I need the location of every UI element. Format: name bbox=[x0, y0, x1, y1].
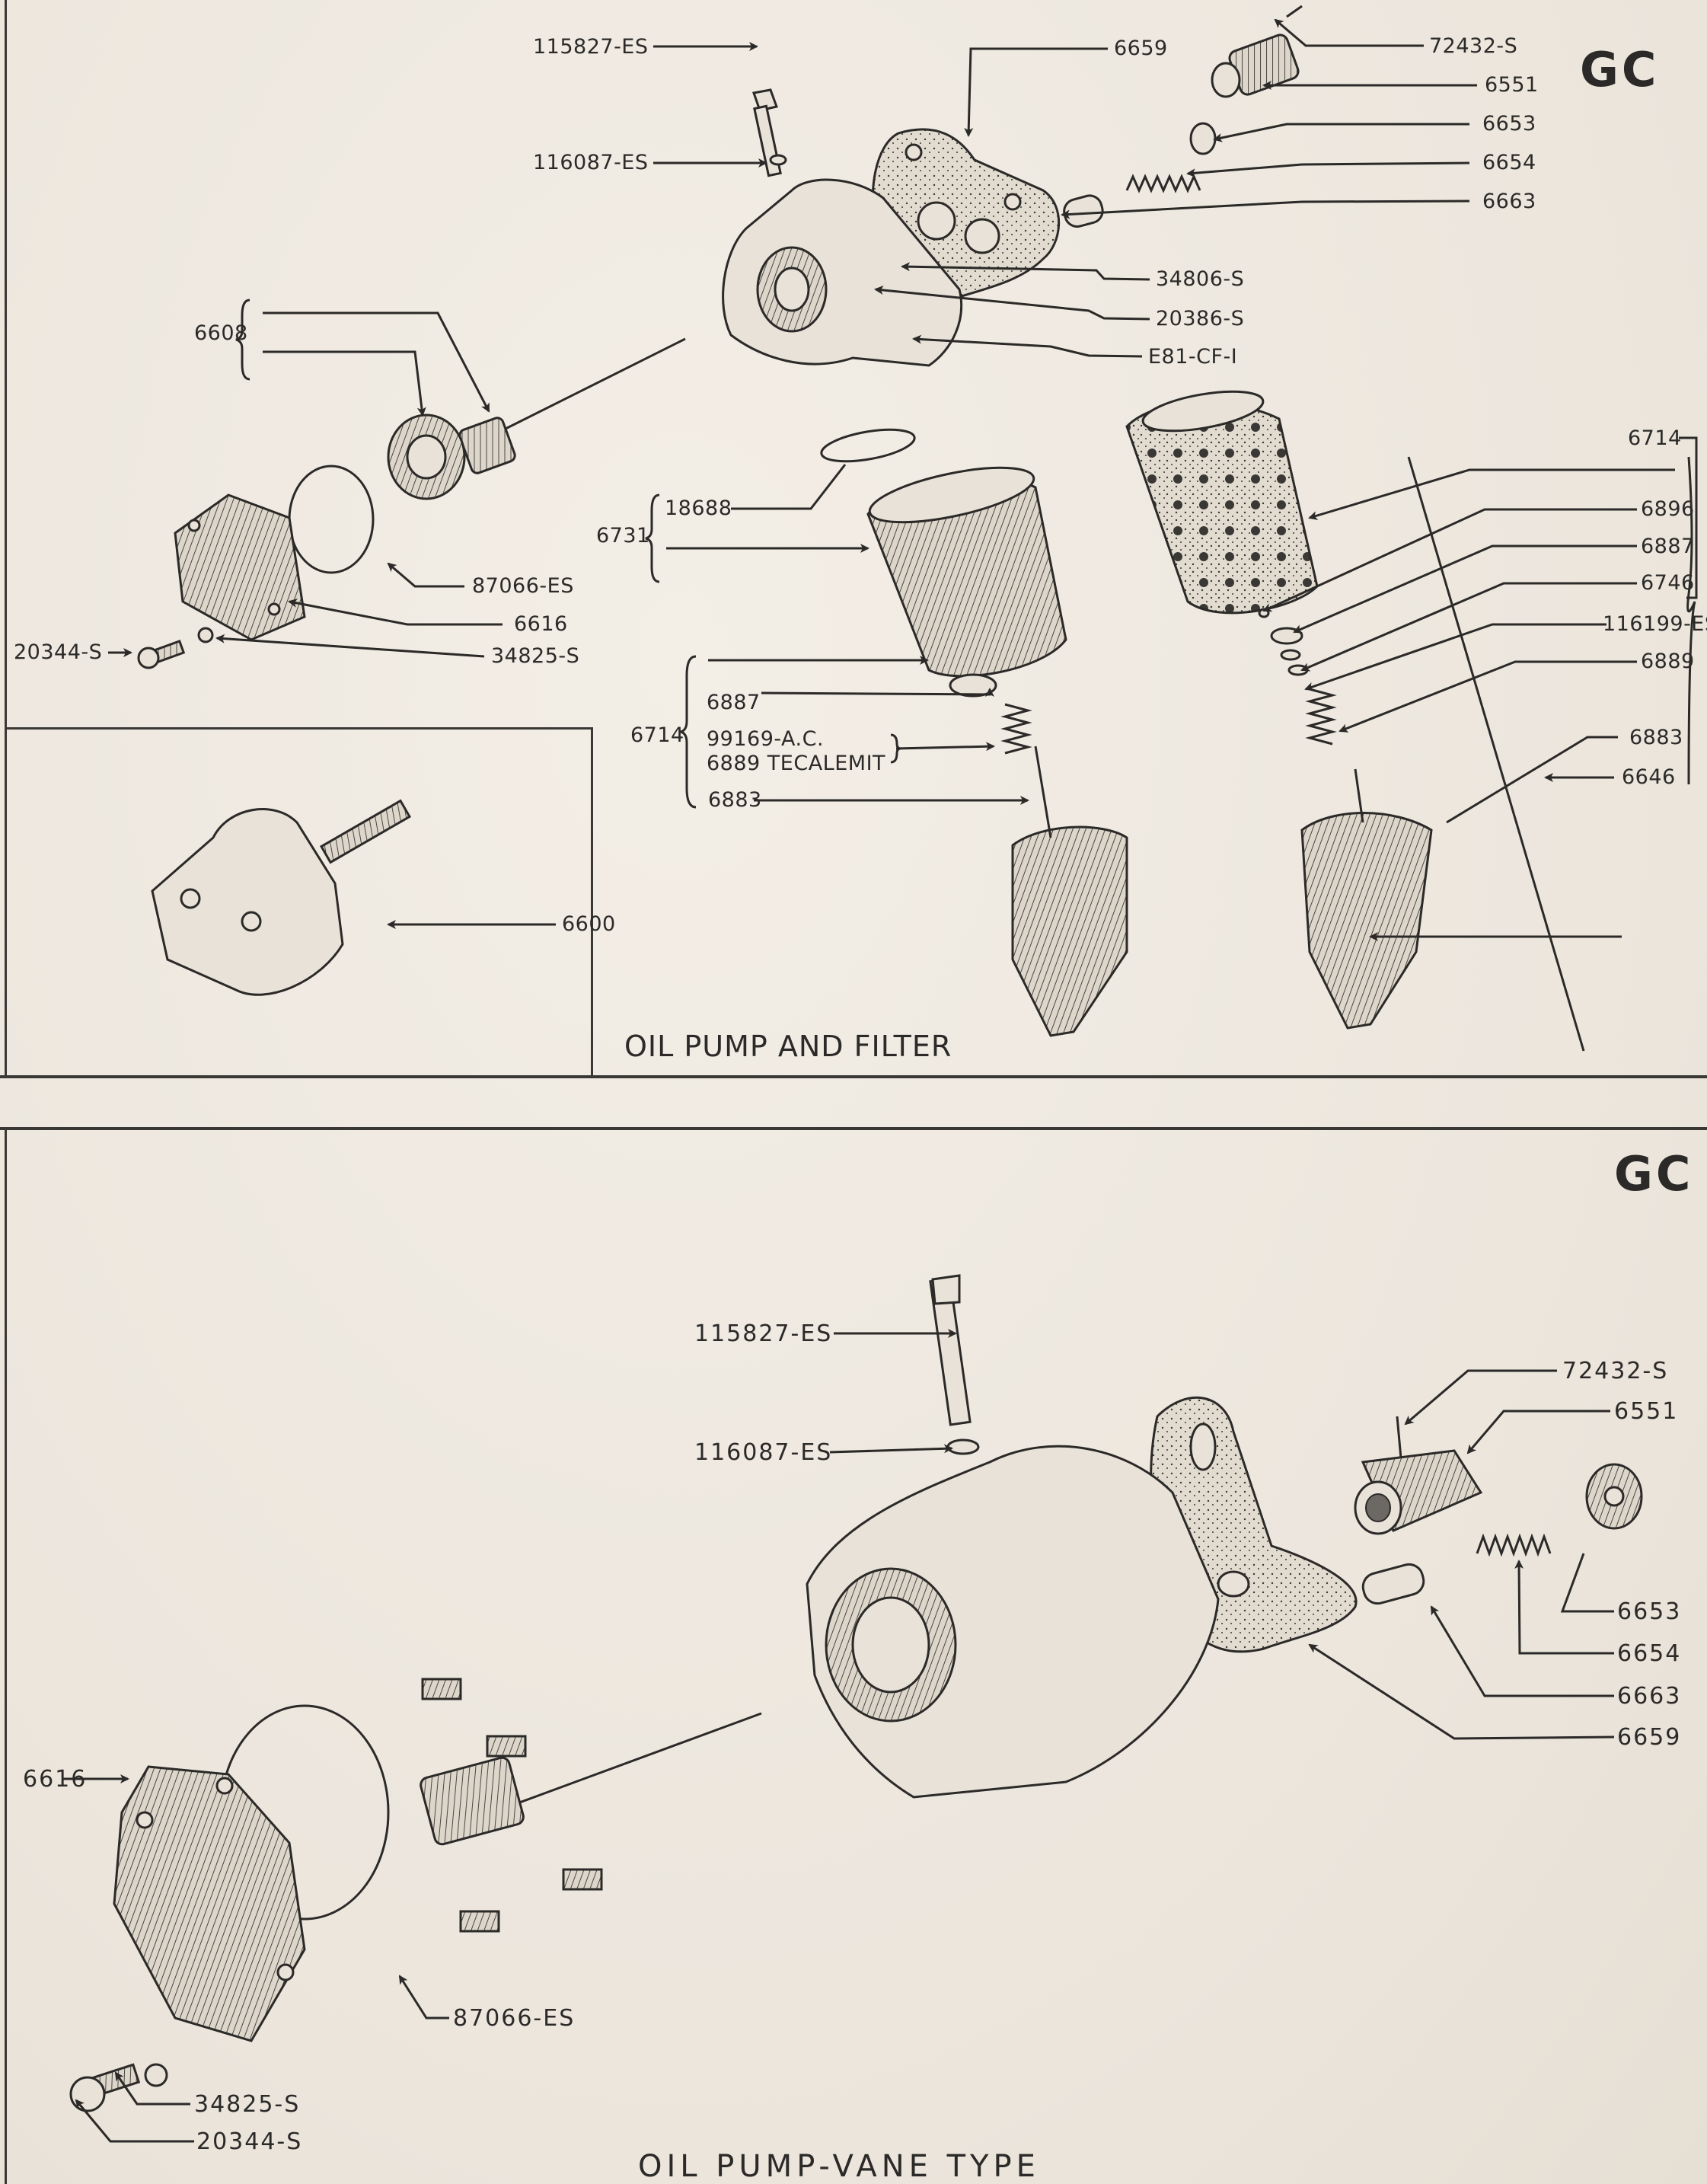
callout-6663: 6663 bbox=[1482, 190, 1536, 213]
callout-6889-right: 6889 bbox=[1641, 650, 1695, 673]
callout-6883-left: 6883 bbox=[708, 788, 762, 812]
callout-72432-s-b: 72432-S bbox=[1562, 1358, 1669, 1384]
callout-6746: 6746 bbox=[1641, 571, 1695, 595]
callout-6646: 6646 bbox=[1622, 765, 1676, 789]
callout-116087-es-b: 116087-ES bbox=[694, 1439, 833, 1466]
callout-115827-es-b: 115827-ES bbox=[694, 1320, 833, 1347]
callout-6887-left: 6887 bbox=[707, 691, 761, 714]
callout-6653-b: 6653 bbox=[1617, 1598, 1682, 1625]
brace-6731 bbox=[645, 493, 660, 583]
callout-87066-es-b: 87066-ES bbox=[453, 2005, 576, 2032]
spring-part bbox=[1125, 174, 1201, 193]
callout-72432-s: 72432-S bbox=[1429, 34, 1518, 58]
callout-87066-es: 87066-ES bbox=[472, 574, 574, 598]
callout-34825-s: 34825-S bbox=[491, 644, 580, 668]
callout-116087-es: 116087-ES bbox=[533, 151, 649, 174]
callout-6600: 6600 bbox=[562, 912, 616, 936]
callout-6653: 6653 bbox=[1482, 112, 1536, 136]
callout-6616: 6616 bbox=[514, 612, 568, 636]
left-border-rule-bottom bbox=[5, 1130, 7, 2184]
section-divider-rule bbox=[0, 1127, 1707, 1130]
callout-20386-s: 20386-S bbox=[1156, 307, 1245, 330]
model-badge-top: GC bbox=[1580, 42, 1660, 97]
o-ring-part bbox=[288, 465, 375, 574]
gear-part bbox=[1211, 34, 1300, 98]
callout-6887-right: 6887 bbox=[1641, 535, 1695, 558]
model-badge-bottom: GC bbox=[1614, 1146, 1694, 1202]
vane-rotor-part bbox=[420, 1678, 603, 1933]
relief-spring-part bbox=[1476, 1533, 1552, 1557]
top-diagram-title: OIL PUMP AND FILTER bbox=[624, 1030, 952, 1063]
lockwasher-part-2 bbox=[144, 2063, 168, 2087]
long-bolt-part bbox=[929, 1274, 972, 1426]
dipstick-rod-part bbox=[1407, 456, 1585, 1052]
plug-part bbox=[1189, 122, 1217, 155]
washer-part bbox=[769, 154, 787, 166]
callout-e81-cf-1: E81-CF-I bbox=[1148, 345, 1238, 369]
helical-gear-part bbox=[1354, 1449, 1483, 1535]
cover-plate-part-2 bbox=[113, 1765, 306, 2042]
brace-spring bbox=[890, 733, 901, 764]
left-border-rule bbox=[5, 0, 7, 1075]
brace-6714 bbox=[680, 655, 697, 809]
drive-shaft-part bbox=[494, 337, 686, 436]
callout-20344-s-b: 20344-S bbox=[196, 2128, 303, 2155]
callout-6883-right: 6883 bbox=[1629, 726, 1683, 749]
assembled-pump-inset-frame bbox=[5, 727, 593, 1076]
assembled-oil-pump-part bbox=[151, 799, 412, 996]
valve-disc-part bbox=[949, 673, 997, 698]
callout-99169-ac: 99169-A.C. bbox=[707, 727, 825, 751]
callout-6551: 6551 bbox=[1485, 73, 1539, 97]
perforated-filter-part bbox=[1125, 401, 1319, 615]
callout-6659-b: 6659 bbox=[1617, 1724, 1682, 1751]
screw-part bbox=[137, 640, 186, 669]
callout-6889-tecalemit: 6889 TECALEMIT bbox=[707, 752, 886, 775]
callout-6731: 6731 bbox=[596, 524, 650, 548]
cover-plate-part bbox=[174, 493, 306, 641]
cap-screw-part bbox=[69, 2063, 141, 2112]
callout-6896: 6896 bbox=[1641, 497, 1695, 521]
callout-115827-es: 115827-ES bbox=[533, 35, 649, 59]
callout-6654-b: 6654 bbox=[1617, 1640, 1682, 1667]
valve-spring-part bbox=[1000, 703, 1032, 755]
relief-valve-part bbox=[1361, 1563, 1425, 1605]
bottom-leader-lines bbox=[62, 1329, 1615, 2143]
gasket-ring-part bbox=[820, 428, 916, 463]
callout-6659: 6659 bbox=[1114, 37, 1168, 60]
filter-canister-part-2 bbox=[1300, 812, 1433, 1030]
callout-20344-s: 20344-S bbox=[14, 640, 103, 664]
callout-6663-b: 6663 bbox=[1617, 1683, 1682, 1710]
callout-6608: 6608 bbox=[194, 321, 248, 345]
lockwasher-part bbox=[197, 627, 214, 643]
washer-part-2 bbox=[946, 1438, 980, 1455]
brace-6608 bbox=[235, 299, 250, 381]
callout-116199-es: 116199-ES bbox=[1603, 612, 1707, 636]
oil-pump-and-filter-panel bbox=[0, 0, 1707, 1078]
filter-canister-part bbox=[1011, 825, 1128, 1037]
callout-6616-b: 6616 bbox=[23, 1766, 88, 1793]
callout-6654: 6654 bbox=[1482, 151, 1536, 174]
top-leader-lines bbox=[108, 18, 1698, 941]
bottom-diagram-title: OIL PUMP-VANE TYPE bbox=[638, 2149, 1040, 2184]
pin-part-2 bbox=[1396, 1416, 1402, 1459]
callout-6714-left: 6714 bbox=[630, 723, 684, 747]
valve-part bbox=[1063, 194, 1104, 228]
pin-part bbox=[1286, 5, 1303, 18]
callout-6551-b: 6551 bbox=[1614, 1398, 1679, 1425]
inner-rotor-part bbox=[458, 417, 516, 474]
callout-18688: 18688 bbox=[665, 497, 732, 520]
brace-6714-right bbox=[1686, 456, 1696, 785]
callout-6714-right: 6714 bbox=[1628, 426, 1682, 450]
callout-34825-s-b: 34825-S bbox=[194, 2091, 301, 2118]
callout-34806-s: 34806-S bbox=[1156, 267, 1245, 291]
